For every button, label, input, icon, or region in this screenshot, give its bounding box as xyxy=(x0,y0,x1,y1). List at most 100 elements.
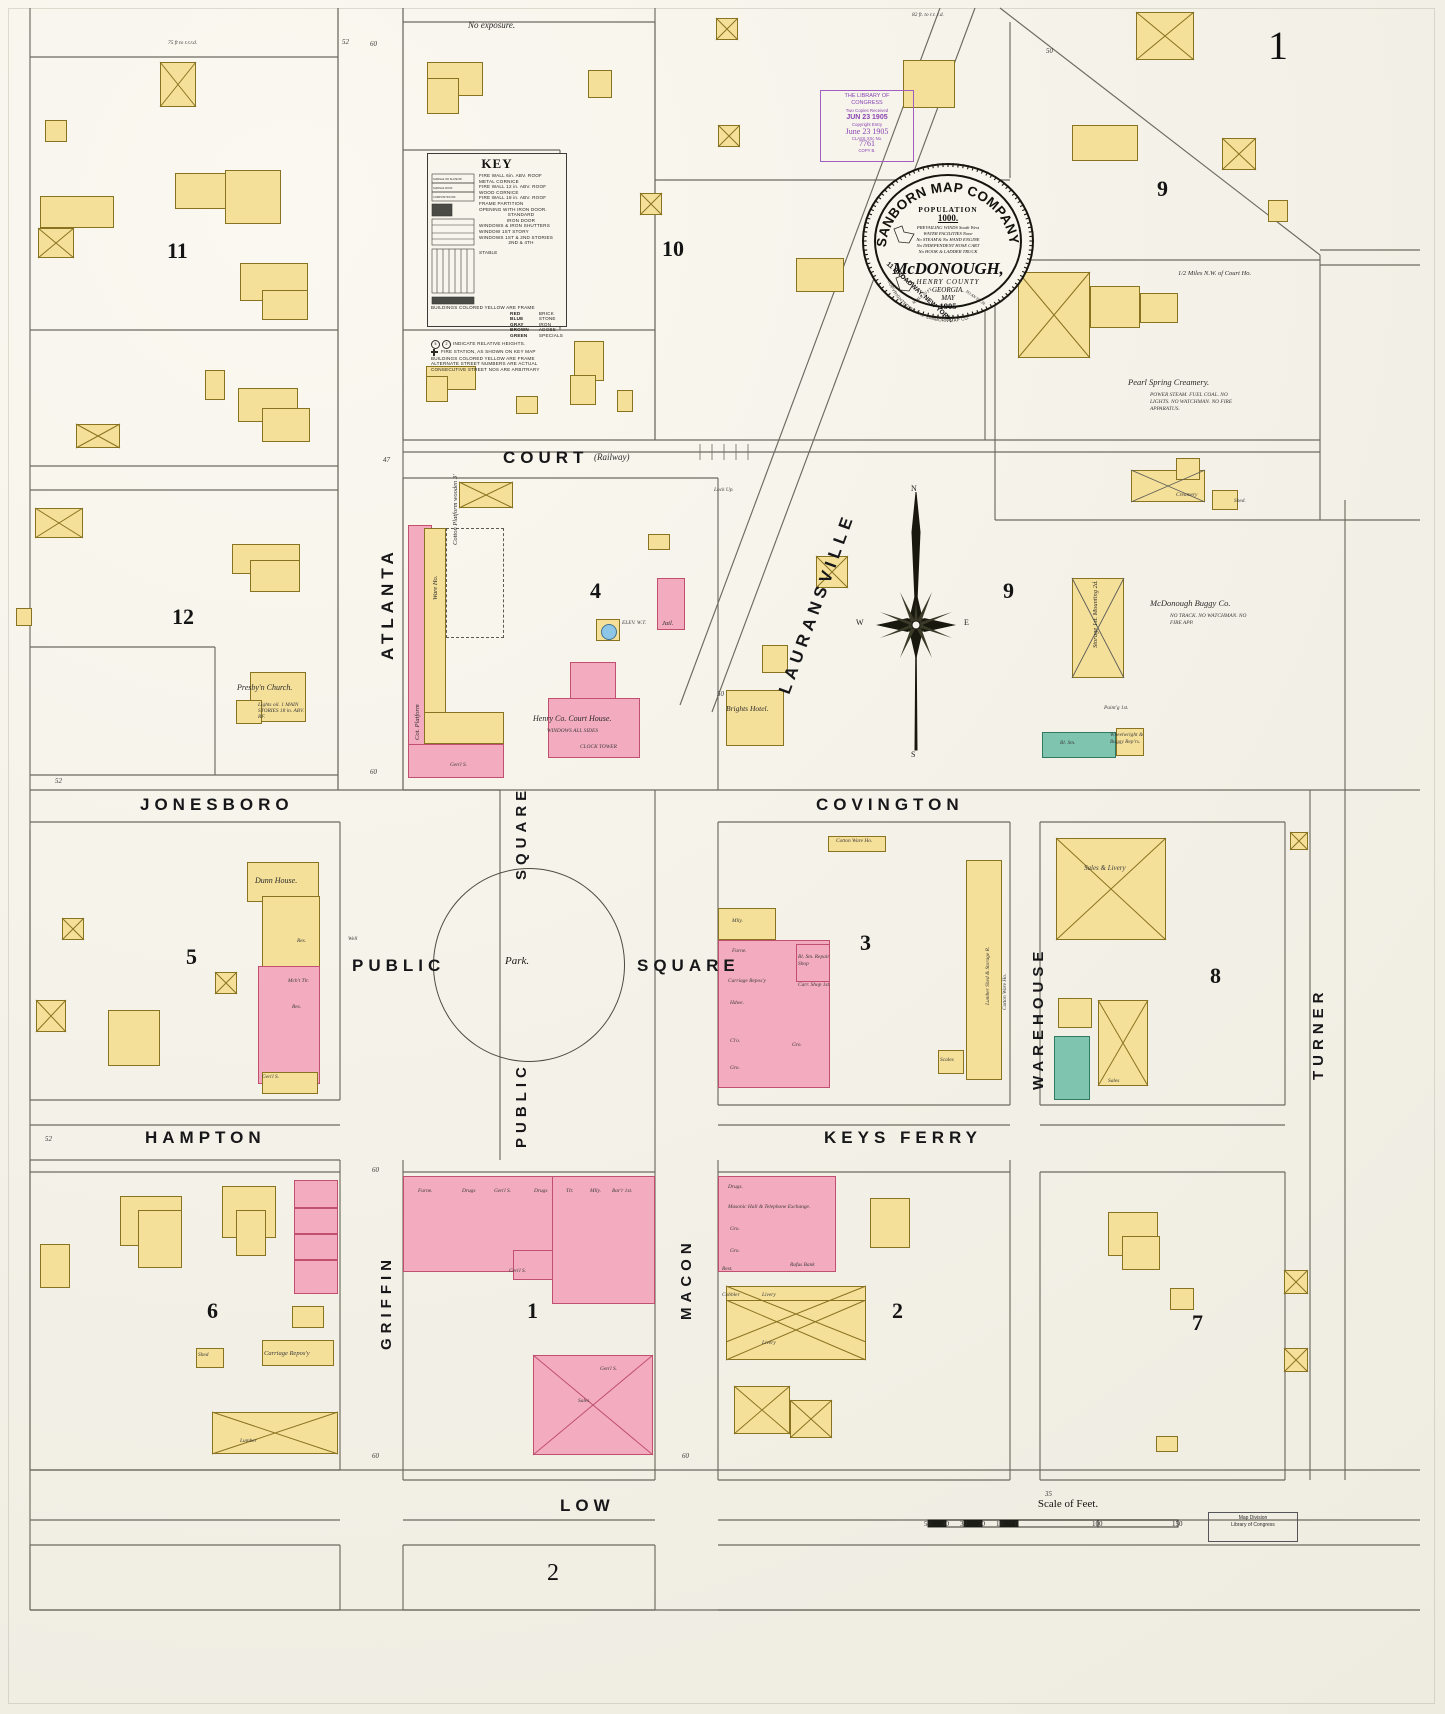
medallion-city-name: McDONOUGH, xyxy=(892,259,1004,278)
map-label-livery-2: Livery xyxy=(762,1340,776,1346)
loc-stamp-copy: COPY B. xyxy=(858,148,876,153)
building-brights-hotel xyxy=(726,690,784,746)
lot-dimension: 50 xyxy=(1046,47,1053,55)
map-label-lock-up: Lock Up. xyxy=(714,487,734,493)
building-frame xyxy=(250,560,300,592)
building-shed xyxy=(196,1348,224,1368)
map-label-courthouse: Henry Co. Court House. xyxy=(533,714,612,723)
medallion-fact: PREVAILING WINDS South West xyxy=(916,225,980,230)
key-diagram-panel: SHINGLE OR SLATE RF. SHINGLE ROOF COMPOS… xyxy=(431,173,477,305)
svg-text:SHINGLE OR SLATE RF.: SHINGLE OR SLATE RF. xyxy=(433,177,463,181)
key-text-panel: FIRE WALL 6in. ABV. ROOF METAL CORNICE F… xyxy=(477,173,563,305)
map-label-furniture-2: Furne. xyxy=(418,1188,433,1194)
map-label-presbyterian-church: Presby'n Church. xyxy=(237,683,293,692)
map-label-well: Well xyxy=(348,936,358,942)
street-label-low: LOW xyxy=(560,1496,615,1515)
building-frame xyxy=(570,375,596,405)
loc-footer-line1: Map Division xyxy=(1238,1515,1268,1521)
map-label: Gen'l S. xyxy=(450,762,468,768)
map-label-bank: Rufus Bank xyxy=(790,1262,815,1268)
key-entry: FRAME PARTITION xyxy=(479,200,524,206)
map-label: 1/2 Miles N.W. of Court Ho. xyxy=(1178,270,1252,277)
map-label-genl-store-2: Gen'l S. xyxy=(600,1366,618,1372)
key-color-meaning: STONE xyxy=(538,316,556,322)
map-label: NO TRACK. NO WATCHMAN. NO FIRE APP. xyxy=(1170,613,1247,626)
map-label-storage: Storage 1st. Mounting 2d. xyxy=(1092,580,1099,648)
street-label-turner: TURNER xyxy=(1310,987,1327,1081)
street-label-griffin: GRIFFIN xyxy=(378,1255,395,1350)
key-note-alt-numbers: ALTERNATE STREET NUMBERS ARE ACTUAL xyxy=(431,361,538,367)
key-note-heights: INDICATE RELATIVE HEIGHTS. xyxy=(453,341,526,347)
building-jail xyxy=(657,578,685,630)
building-carriage-repository xyxy=(262,1340,334,1366)
map-label-genl-store-3: Gen'l S. xyxy=(494,1188,512,1194)
georgia-outline-icon-2 xyxy=(895,274,915,292)
key-entry: FIRE WALL 12 in. ABV. ROOF xyxy=(479,184,547,190)
map-label-drugs: Drugs. xyxy=(728,1184,743,1190)
key-color-name: GRAY xyxy=(510,321,524,327)
block-number: 1 xyxy=(527,1298,538,1323)
building-cobbler xyxy=(292,1306,324,1328)
map-label-wheelwright: Wheelwright & Buggy Rep'rs. xyxy=(1110,732,1144,745)
loc-stamp-handwritten-number: 7761 xyxy=(859,139,875,148)
medallion-year: 1905 xyxy=(939,301,957,311)
map-label-shed: Shed. xyxy=(1234,498,1246,504)
building-frame xyxy=(870,1198,910,1248)
building-frame xyxy=(45,120,67,142)
building-frame xyxy=(16,608,32,626)
map-label-drugs-3: Drugs xyxy=(534,1188,548,1194)
key-diagram: SHINGLE OR SLATE RF. SHINGLE ROOF COMPOS… xyxy=(431,173,475,305)
medallion-fact: No INDEPENDENT HOSE CART xyxy=(916,243,980,248)
block-number: 5 xyxy=(186,944,197,969)
water-tank-circle xyxy=(601,624,617,640)
lot-dimension: 60 xyxy=(370,768,377,776)
map-label-warehouse: Ware Ho. xyxy=(432,575,439,600)
scale-tick: 100 xyxy=(1092,1520,1103,1528)
map-label-carriage-shop: Carr. Shop 1st. xyxy=(798,982,831,988)
square-label-right: SQUARE xyxy=(637,956,740,975)
building-frame xyxy=(903,60,955,108)
library-of-congress-stamp: THE LIBRARY OF CONGRESS Two Copies Recei… xyxy=(820,90,914,162)
map-label-cotton-warehouse: Cotton Ware Ho. xyxy=(836,838,873,844)
building-blacksmith-special xyxy=(1042,732,1116,758)
scale-title: Scale of Feet. xyxy=(1037,1498,1099,1510)
relative-height-symbol: 5 xyxy=(431,339,440,349)
street-label-court: COURT xyxy=(503,448,589,467)
map-label-mcdonough-buggy-co: McDonough Buggy Co. xyxy=(1150,598,1231,608)
scale-tick: 40 xyxy=(942,1520,949,1528)
map-label-hardware: Hdwe. xyxy=(730,1000,744,1006)
map-label-masonic-hall: Masonic Hall & Telephone Exchange. xyxy=(728,1204,811,1210)
loc-footer-line2: Library of Congress xyxy=(1231,1522,1275,1528)
map-label-restaurant: Rest. xyxy=(722,1266,733,1272)
key-entry: WINDOWS & IRON SHUTTERS xyxy=(479,223,550,229)
building-brick xyxy=(552,1176,655,1304)
map-label-lumber-shed: Lumber Shed & Storage R. xyxy=(985,946,991,1005)
scale-tick: 30 xyxy=(960,1520,967,1528)
medallion-fact: No STEAM'& No HAND ENGINE xyxy=(916,237,980,242)
block-number: 6 xyxy=(207,1298,218,1323)
building-frame xyxy=(427,78,459,114)
building-brick xyxy=(258,966,320,1084)
key-note-consec-numbers: CONSECUTIVE STREET NOS ARE ARBITRARY xyxy=(431,366,540,372)
map-label-grocery-3: Gro. xyxy=(730,1226,740,1232)
key-color-name: BROWN xyxy=(510,327,529,333)
square-label-left: PUBLIC xyxy=(352,956,446,975)
map-label-blacksmith: Bl. Sm. xyxy=(1060,740,1076,746)
map-label-carriage-repository: Carriage Repos'y xyxy=(728,978,766,984)
key-note-fire-station: FIRE STATION, AS SHOWN ON KEY MAP xyxy=(441,349,536,355)
building-lumber-shed xyxy=(966,860,1002,1080)
key-color-meaning: ADOBE xyxy=(538,327,557,333)
lot-dimension: 60 xyxy=(370,40,377,48)
map-label-residence-2: Res. xyxy=(292,1004,302,1010)
map-label-cobbler: Cobbler xyxy=(722,1292,740,1298)
key-entry: IRON DOOR xyxy=(506,217,536,223)
map-label-tailor: Tlr. xyxy=(566,1188,574,1194)
key-entry: WINDOWS 1ST & 2ND STORIES xyxy=(479,234,554,240)
building-frame xyxy=(225,170,281,224)
key-color-meanings: BRICK STONE IRON ADOBE SPECIALS xyxy=(539,311,563,339)
map-label-shed-2: Shed xyxy=(198,1352,209,1358)
map-label-millinery-2: Mlly. xyxy=(590,1188,601,1194)
building-frame xyxy=(648,534,670,550)
loc-stamp-handwritten-date: June 23 1905 xyxy=(845,127,889,136)
